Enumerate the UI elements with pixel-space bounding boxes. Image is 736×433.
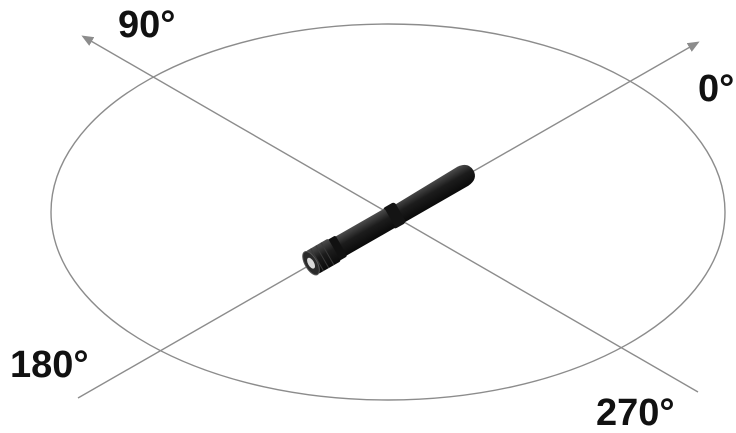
label-270-degrees: 270° xyxy=(596,394,675,432)
antenna-body xyxy=(334,208,395,256)
label-90-degrees: 90° xyxy=(118,6,175,44)
label-0-degrees: 0° xyxy=(698,70,734,108)
label-180-degrees: 180° xyxy=(10,346,89,384)
antenna-tip xyxy=(391,161,478,224)
